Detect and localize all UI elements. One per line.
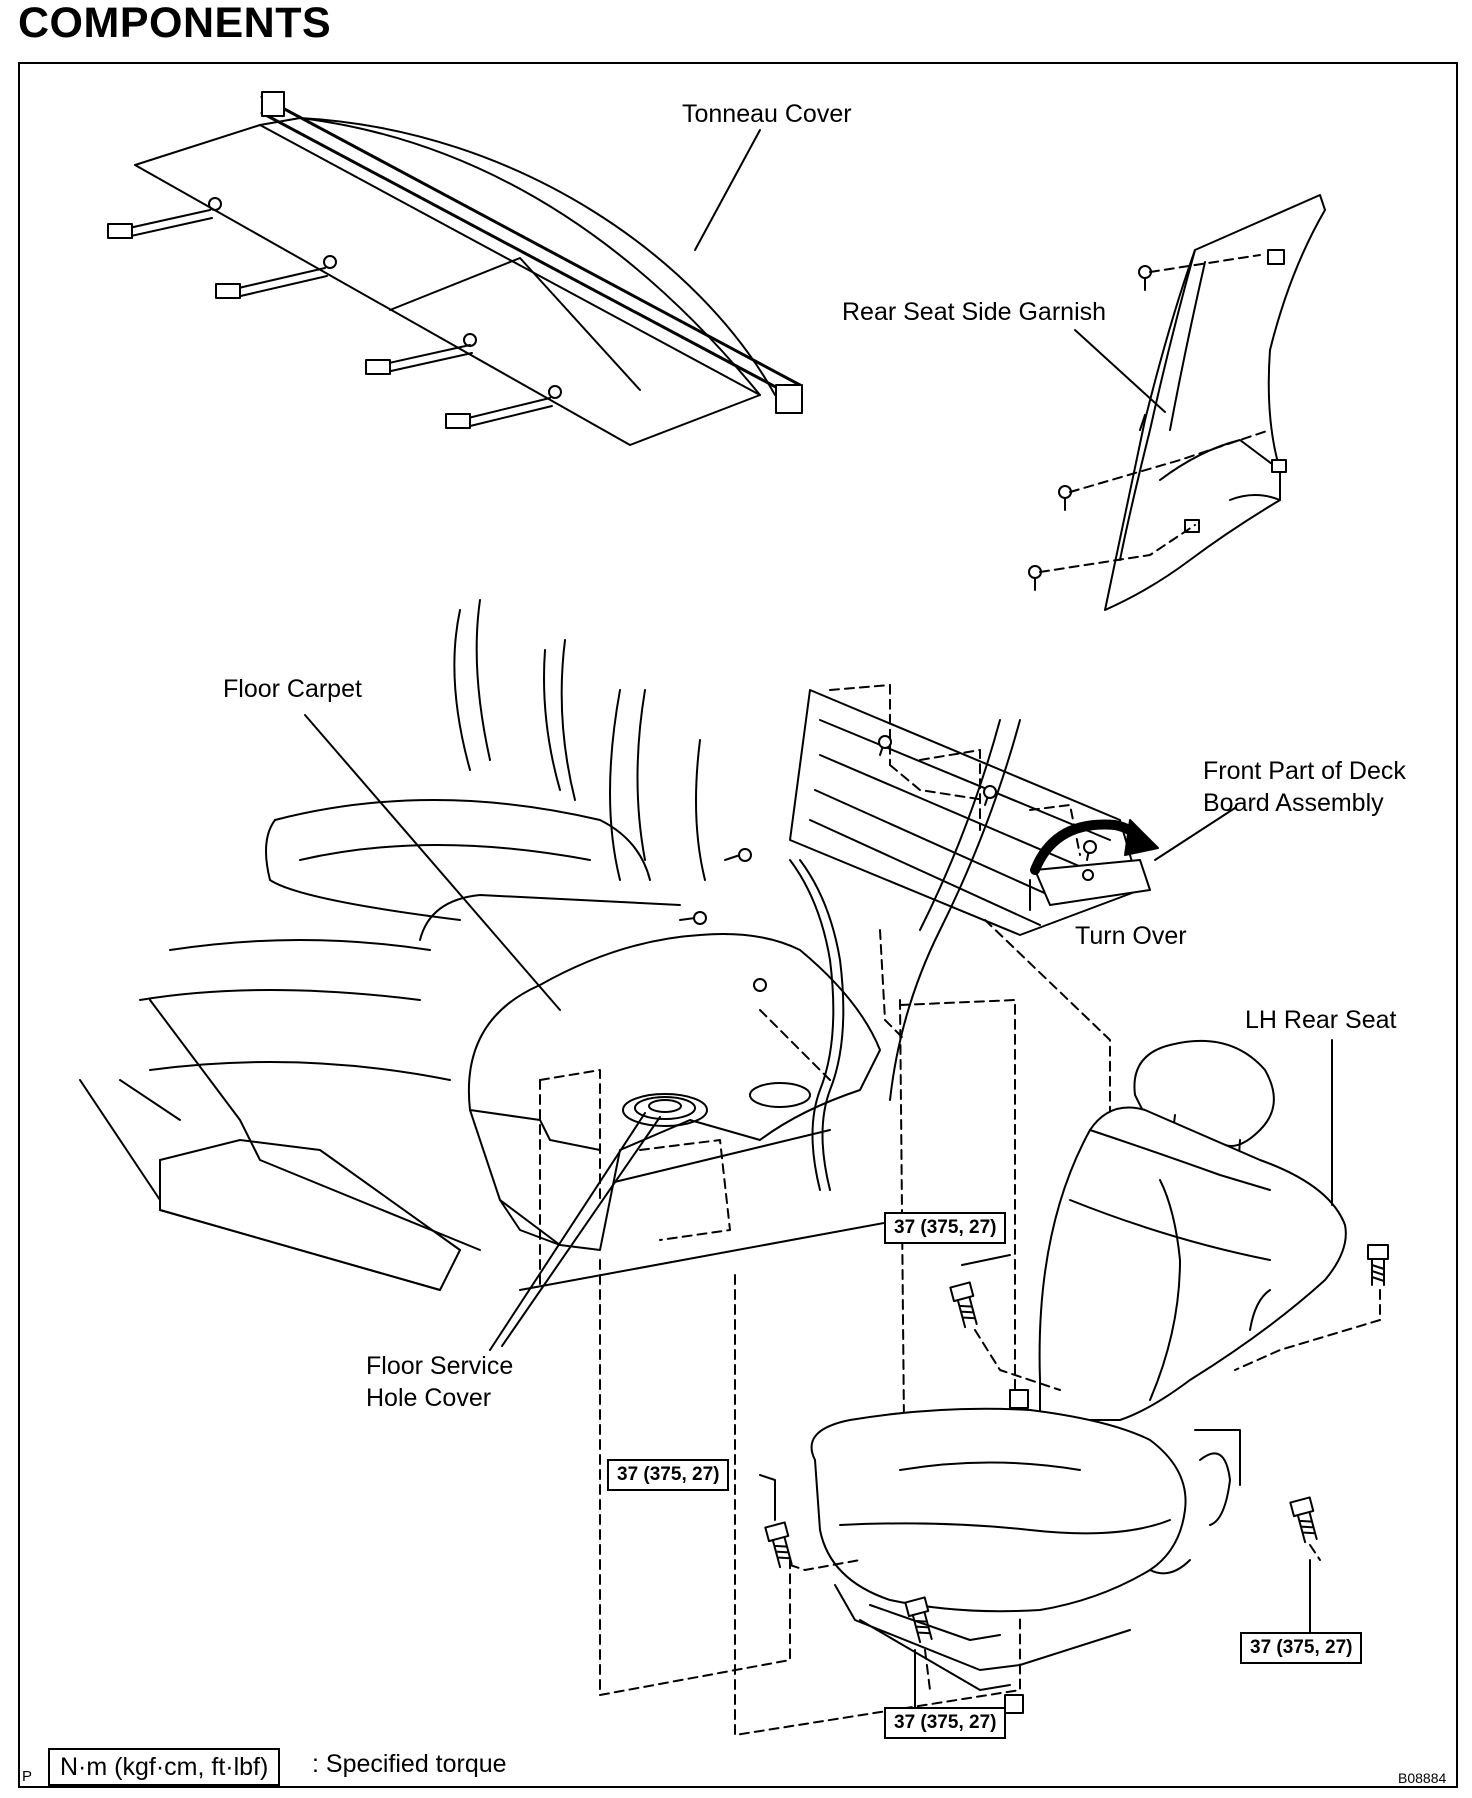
turn-over-arrow-icon — [1030, 819, 1159, 875]
figure-code: B08884 — [1398, 1770, 1447, 1786]
label-front-part-deck-board-line2: Board Assembly — [1203, 789, 1384, 817]
torque-spec-box: 37 (375, 27) — [884, 1707, 1007, 1739]
torque-spec-box: 37 (375, 27) — [607, 1459, 730, 1491]
label-turn-over: Turn Over — [1075, 922, 1187, 950]
bolt-icon-group — [764, 1244, 1389, 1644]
label-rear-seat-side-garnish: Rear Seat Side Garnish — [842, 298, 1107, 326]
corner-mark: P — [22, 1768, 33, 1785]
label-floor-carpet: Floor Carpet — [223, 675, 362, 703]
label-tonneau-cover: Tonneau Cover — [682, 100, 852, 128]
tonneau-cover-drawing — [107, 91, 803, 446]
torque-legend-description: : Specified torque — [312, 1750, 507, 1778]
label-lh-rear-seat: LH Rear Seat — [1245, 1006, 1397, 1034]
label-front-part-deck-board-line1: Front Part of Deck — [1203, 757, 1406, 785]
bolt-icon — [1367, 1244, 1389, 1286]
bolt-icon — [764, 1521, 793, 1569]
torque-unit-legend-box: N·m (kgf·cm, ft·lbf) — [48, 1748, 281, 1786]
bolt-icon — [904, 1596, 933, 1644]
lh-rear-seat-drawing — [810, 1039, 1347, 1714]
torque-spec-box: 37 (375, 27) — [884, 1212, 1007, 1244]
torque-spec-box: 37 (375, 27) — [1240, 1632, 1363, 1664]
leader-lines — [304, 129, 1333, 1711]
label-floor-service-hole-cover-line1: Floor Service — [366, 1352, 514, 1380]
bolt-icon — [1289, 1496, 1318, 1544]
vehicle-body-drawing — [79, 599, 1151, 1736]
bolt-icon — [949, 1281, 978, 1329]
label-floor-service-hole-cover-line2: Hole Cover — [366, 1384, 492, 1412]
diagram-frame — [18, 62, 1458, 1788]
page-title: COMPONENTS — [18, 0, 332, 47]
rear-seat-side-garnish-drawing — [1028, 194, 1326, 611]
